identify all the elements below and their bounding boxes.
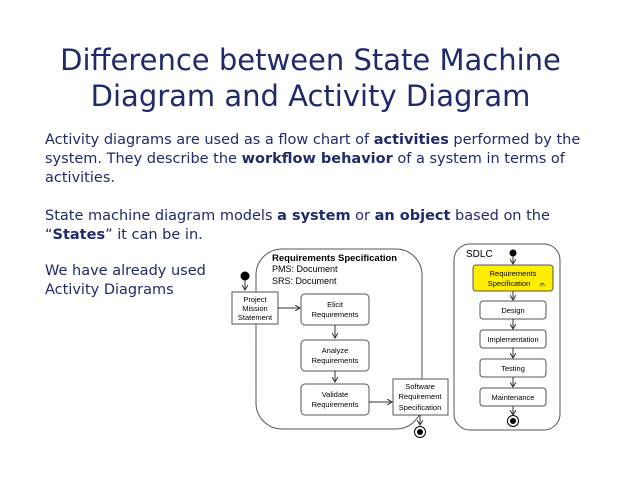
- sdlc-initial-node: [509, 249, 517, 257]
- elicit-l1: Elicit: [327, 300, 344, 309]
- software-req-l2: Requirement: [399, 392, 443, 401]
- software-req-node: [392, 378, 449, 416]
- sdlc-title: SDLC: [466, 249, 493, 260]
- pms-label: PMS: Document: [272, 264, 338, 274]
- sdlc-design-label: Design: [501, 306, 524, 315]
- text: based on the “: [45, 208, 550, 243]
- emphasis: an object: [374, 208, 451, 224]
- activity-frame: [255, 248, 423, 430]
- slide-title: Difference between State Machine Diagram…: [0, 42, 621, 114]
- validate-node: [300, 383, 370, 416]
- elicit-l2: Requirements: [312, 310, 359, 319]
- sdlc-maintenance-label: Maintenance: [492, 393, 535, 402]
- title-line-2: Diagram and Activity Diagram: [90, 79, 531, 113]
- text: or: [350, 208, 375, 224]
- emphasis: activities: [373, 132, 449, 148]
- software-req-l3: Specification: [399, 403, 442, 412]
- validate-l1: Validate: [322, 390, 349, 399]
- initial-node: [240, 271, 250, 281]
- project-mission-l2: Mission: [242, 304, 267, 313]
- validate-l2: Requirements: [312, 400, 359, 409]
- diagram: Requirements Specification PMS: Document…: [231, 243, 561, 438]
- emphasis: workflow behavior: [241, 151, 393, 167]
- sdlc-final-node-inner: [510, 418, 516, 424]
- text: State machine diagram models: [45, 208, 278, 224]
- rake-icon: ⫙: [540, 281, 545, 288]
- sdlc-req-spec-l1: Requirements: [490, 269, 537, 278]
- software-req-l1: Software: [405, 382, 435, 391]
- project-mission-node: [231, 291, 279, 325]
- paragraph-state-machine: State machine diagram models a system or…: [45, 207, 585, 245]
- sdlc-testing-label: Testing: [501, 364, 525, 373]
- req-spec-title: Requirements Specification: [272, 253, 397, 264]
- project-mission-l1: Project: [243, 295, 267, 304]
- emphasis: States: [52, 227, 106, 243]
- paragraph-activity-diagrams: Activity diagrams are used as a flow cha…: [45, 131, 585, 188]
- final-node-inner: [417, 429, 423, 435]
- project-mission-l3: Statement: [238, 313, 273, 322]
- title-line-1: Difference between State Machine: [60, 43, 561, 77]
- text: of a system in terms of activities.: [45, 151, 565, 186]
- analyze-l1: Analyze: [322, 346, 349, 355]
- text: performed by the system. They describe t…: [45, 132, 581, 167]
- srs-label: SRS: Document: [272, 276, 337, 286]
- emphasis: a system: [277, 208, 351, 224]
- paragraph-already-used: We have already used Activity Diagrams: [45, 263, 206, 298]
- text: ” it can be in.: [105, 227, 203, 243]
- analyze-l2: Requirements: [312, 356, 359, 365]
- text: Activity diagrams are used as a flow cha…: [45, 132, 374, 148]
- sdlc-implementation-label: Implementation: [487, 335, 538, 344]
- sdlc-req-spec-l2: Specification: [488, 279, 531, 288]
